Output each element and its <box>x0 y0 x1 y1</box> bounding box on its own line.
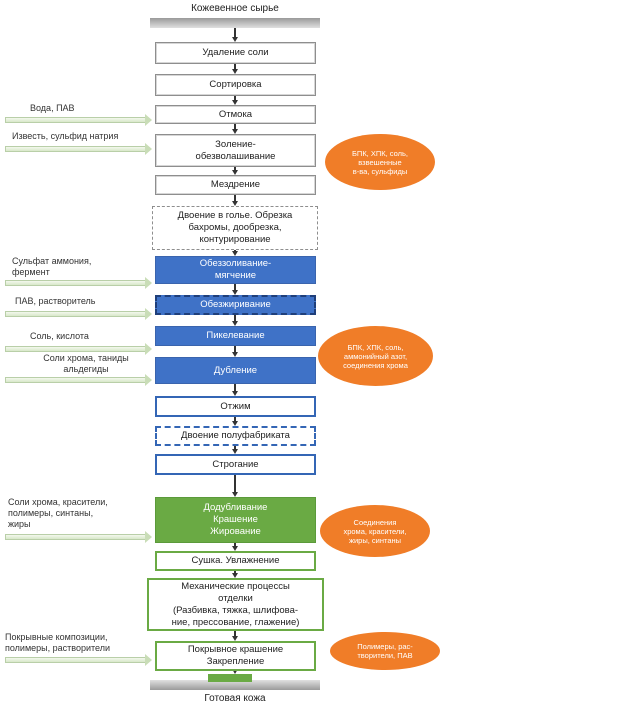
connector-line <box>234 64 236 69</box>
input-arrow <box>5 531 152 543</box>
input-label-chrome-tannins: Соли хрома, таниды альдегиды <box>43 353 129 374</box>
connector-line <box>234 475 236 492</box>
input-arrow <box>5 114 152 126</box>
waste-bubble-dyeing: Соединения хрома, красители, жиры, синта… <box>320 505 430 557</box>
input-arrow <box>5 654 152 666</box>
connector-line <box>234 384 236 391</box>
arrow-down-icon <box>231 492 238 497</box>
arrow-down-icon <box>231 129 238 134</box>
arrow-down-icon <box>231 201 238 206</box>
output-bar <box>150 680 320 690</box>
arrow-down-icon <box>231 669 238 674</box>
input-label-ammonium-enzyme: Сульфат аммония, фермент <box>12 256 92 277</box>
arrow-down-icon <box>231 321 238 326</box>
input-label-water-surfactant: Вода, ПАВ <box>30 103 75 113</box>
step-degreasing[interactable]: Обезжиривание <box>155 295 316 315</box>
connector-line <box>234 543 236 546</box>
step-soaking[interactable]: Отмока <box>155 105 316 124</box>
waste-bubble-liming: БПК, ХПК, соль, взвешенные в-ва, сульфид… <box>325 134 435 190</box>
arrow-down-icon <box>231 170 238 175</box>
step-shaving[interactable]: Строгание <box>155 454 316 475</box>
connector-line <box>234 284 236 290</box>
arrow-down-icon <box>231 546 238 551</box>
input-arrow <box>5 374 152 386</box>
input-label-surfactant-solvent: ПАВ, растворитель <box>15 296 96 306</box>
step-deliming-bating[interactable]: Обеззоливание- мягчение <box>155 256 316 284</box>
output-arrow-head <box>208 674 252 682</box>
arrow-down-icon <box>231 100 238 105</box>
arrow-down-icon <box>231 391 238 396</box>
step-retanning-dyeing-fatliquoring[interactable]: Додубливание Крашение Жирование <box>155 497 316 543</box>
connector-line <box>234 346 236 352</box>
step-sammying[interactable]: Отжим <box>155 396 316 417</box>
arrow-down-icon <box>231 251 238 256</box>
step-semifinished-splitting[interactable]: Двоение полуфабриката <box>155 426 316 446</box>
input-arrow <box>5 277 152 289</box>
connector-line <box>234 28 236 37</box>
connector-line <box>234 417 236 421</box>
input-label-lime-sulfide: Известь, сульфид натрия <box>12 131 119 141</box>
arrow-down-icon <box>231 636 238 641</box>
input-title: Кожевенное сырье <box>191 3 279 14</box>
arrow-down-icon <box>231 37 238 42</box>
step-liming-dehairing[interactable]: Золение- обезволашивание <box>155 134 316 167</box>
input-arrow <box>5 143 152 155</box>
arrow-down-icon <box>231 69 238 74</box>
step-tanning[interactable]: Дубление <box>155 357 316 384</box>
step-finish-coating[interactable]: Покрывное крашение Закрепление <box>155 641 316 671</box>
waste-bubble-tanning: БПК, ХПК, соль, аммонийный азот, соедине… <box>318 326 433 386</box>
arrow-down-icon <box>231 421 238 426</box>
connector-line <box>234 250 236 251</box>
arrow-down-icon <box>231 449 238 454</box>
step-pickling[interactable]: Пикелевание <box>155 326 316 346</box>
arrow-down-icon <box>231 290 238 295</box>
step-fleshing[interactable]: Мездрение <box>155 175 316 195</box>
connector-line <box>234 96 236 100</box>
top-bar <box>150 18 320 28</box>
connector-line <box>234 195 236 201</box>
step-splitting-trimming[interactable]: Двоение в голье. Обрезка бахромы, дообре… <box>152 206 318 250</box>
input-arrow <box>5 343 152 355</box>
waste-bubble-finishing: Полимеры, рас- творители, ПАВ <box>330 632 440 670</box>
output-title: Готовая кожа <box>204 693 266 704</box>
step-mechanical-finishing[interactable]: Механические процессы отделки (Разбивка,… <box>147 578 324 631</box>
connector-line <box>234 631 236 636</box>
arrow-down-icon <box>231 573 238 578</box>
connector-line <box>234 315 236 321</box>
step-sorting[interactable]: Сортировка <box>155 74 316 96</box>
connector-line <box>234 167 236 170</box>
connector-line <box>234 446 236 449</box>
input-label-chrome-dyes-polymers: Соли хрома, красители, полимеры, синтаны… <box>8 497 108 529</box>
step-salt-removal[interactable]: Удаление соли <box>155 42 316 64</box>
connector-line <box>234 571 236 573</box>
input-label-salt-acid: Соль, кислота <box>30 331 89 341</box>
input-arrow <box>5 308 152 320</box>
arrow-down-icon <box>231 352 238 357</box>
step-drying-conditioning[interactable]: Сушка. Увлажнение <box>155 551 316 571</box>
input-label-coating-compositions: Покрывные композиции, полимеры, раствори… <box>5 632 110 653</box>
connector-line <box>234 124 236 129</box>
